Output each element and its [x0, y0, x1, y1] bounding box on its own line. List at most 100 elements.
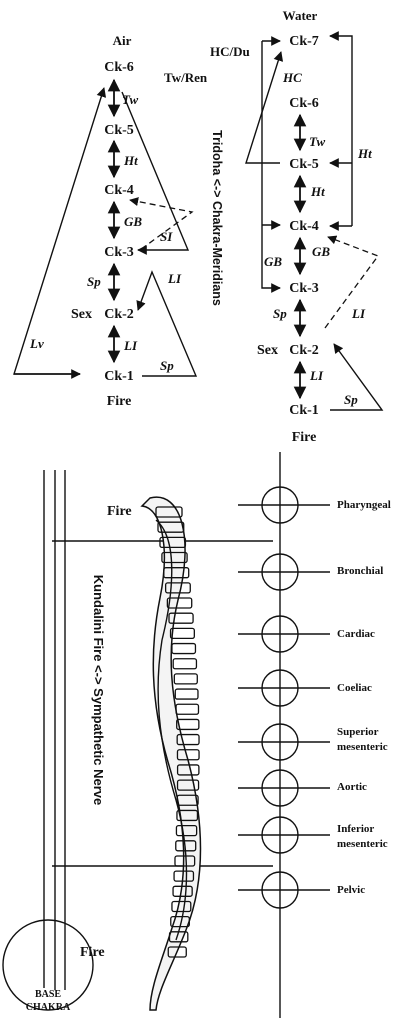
vertebra: [172, 885, 193, 897]
vertebra: [167, 946, 187, 958]
lv-label: Lv: [29, 336, 44, 351]
hc-du-label: HC/Du: [210, 44, 250, 59]
left-sp-bottom-label: Sp: [160, 358, 174, 373]
vertebra: [173, 870, 195, 882]
left-ck6-node: Ck-6: [104, 60, 134, 75]
vertebra: [176, 764, 200, 776]
left-ck1-node: Ck-1: [104, 369, 134, 384]
right-ck4-node: Ck-4: [289, 219, 319, 234]
right-ck6-node: Ck-6: [289, 96, 319, 111]
vertebra: [175, 703, 200, 715]
tridoha-label: Tridoha <-> Chakra-Meridians: [210, 130, 224, 306]
inferior-mesenteric-label-2: mesenteric: [337, 838, 388, 850]
pelvic-label: Pelvic: [337, 884, 365, 896]
right-gb-left-label: GB: [264, 254, 282, 269]
vertebra: [171, 900, 192, 913]
vertebra: [176, 733, 200, 746]
tw-ren-label: Tw/Ren: [164, 70, 208, 85]
fire-bottom-label: Fire: [80, 945, 105, 960]
right-sp-bottom-label: Sp: [344, 392, 358, 407]
right-sp-label: Sp: [273, 306, 287, 321]
vertebra: [175, 840, 197, 852]
vertebra: [171, 642, 197, 655]
inferior-mesenteric-label-1: Inferior: [337, 823, 374, 835]
right-sp-path: [330, 343, 384, 411]
left-ck5-node: Ck-5: [104, 123, 134, 138]
right-ck1-node: Ck-1: [289, 403, 319, 418]
fire-top-label: Fire: [107, 504, 132, 519]
left-ck4-node: Ck-4: [104, 183, 134, 198]
pelvic-plexus-marker: [238, 871, 330, 909]
left-ht-label: Ht: [123, 153, 138, 168]
vertebra: [173, 673, 198, 685]
kundalini-label: Kundalini Fire <-> Sympathetic Nerve: [91, 575, 106, 805]
vertebra: [168, 612, 194, 624]
vertebra: [176, 794, 199, 806]
vertebra: [176, 718, 200, 731]
vertebra: [163, 567, 190, 579]
right-li-dashed: [324, 235, 380, 329]
spine-diagram: Fire Fire Kundalini Fire <-> Sympathetic…: [2, 452, 391, 1018]
pharyngeal-plexus-marker: [238, 486, 330, 524]
vertebra: [174, 855, 196, 867]
left-sex-label: Sex: [71, 307, 92, 322]
base-chakra-label-1: BASE: [35, 989, 61, 1000]
lv-meridian-path: [13, 87, 107, 375]
bronchial-label: Bronchial: [337, 565, 383, 577]
right-li-right-label: LI: [351, 306, 366, 321]
vertebra: [169, 627, 195, 640]
vertebra: [176, 809, 199, 822]
vertebra: [168, 931, 189, 943]
bronchial-plexus-marker: [238, 553, 330, 591]
right-ht-inner-label: Ht: [310, 184, 325, 199]
right-chakra-chart: Water HC/Du Ck-7 Ck-6 Ck-5 Ck-4 Ck-3 Sex…: [210, 8, 384, 445]
right-gb-label: GB: [312, 244, 330, 259]
left-sp-label: Sp: [87, 274, 101, 289]
plexus-markers: [238, 486, 330, 909]
right-sex-label: Sex: [257, 343, 278, 358]
vertebra: [164, 582, 191, 594]
vertebra: [175, 824, 198, 837]
pharyngeal-label: Pharyngeal: [337, 499, 391, 511]
base-chakra-label-2: CHAKRA: [26, 1002, 71, 1013]
left-si-label: SI: [160, 229, 173, 244]
coeliac-label: Coeliac: [337, 682, 372, 694]
aortic-label: Aortic: [337, 781, 367, 793]
tw-ren-path: [121, 91, 190, 255]
vertebra: [170, 916, 190, 928]
right-ck5-node: Ck-5: [289, 157, 319, 172]
vertebra: [176, 749, 200, 761]
aortic-plexus-marker: [238, 769, 330, 807]
left-li-label: LI: [123, 338, 138, 353]
right-ck2-node: Ck-2: [289, 343, 319, 358]
left-gb-dashed: [129, 197, 194, 251]
hc-label: HC: [282, 70, 302, 85]
vertebra: [157, 521, 185, 533]
inferior-mesenteric-plexus-marker: [238, 816, 330, 854]
base-chakra-circle: [2, 919, 94, 1011]
vertebra: [161, 551, 188, 564]
vertebra: [159, 536, 187, 548]
superior-mesenteric-plexus-marker: [238, 723, 330, 761]
right-ck7-node: Ck-7: [289, 34, 319, 49]
left-li-sp-path: [136, 270, 198, 377]
right-tw-label: Tw: [309, 134, 325, 149]
left-chakra-chart: Air Tw/Ren Ck-6 Ck-5 Ck-4 Ck-3 Sex Ck-2 …: [13, 33, 208, 409]
superior-mesenteric-label-1: Superior: [337, 726, 379, 738]
ht-outer-path: [329, 31, 353, 226]
vertebra: [166, 597, 193, 609]
left-ck2-node: Ck-2: [104, 307, 134, 322]
vertebra: [172, 658, 198, 670]
right-ht-outer-label: Ht: [357, 146, 372, 161]
vertebra: [176, 779, 200, 791]
left-li-right-label: LI: [167, 271, 182, 286]
left-fire-label: Fire: [107, 394, 132, 409]
right-li-label: LI: [309, 368, 324, 383]
hc-path: [245, 51, 284, 164]
vertebra: [155, 506, 183, 518]
superior-mesenteric-label-2: mesenteric: [337, 741, 388, 753]
water-label: Water: [283, 8, 318, 23]
cardiac-plexus-marker: [238, 615, 330, 653]
hc-du-path: [261, 41, 281, 293]
